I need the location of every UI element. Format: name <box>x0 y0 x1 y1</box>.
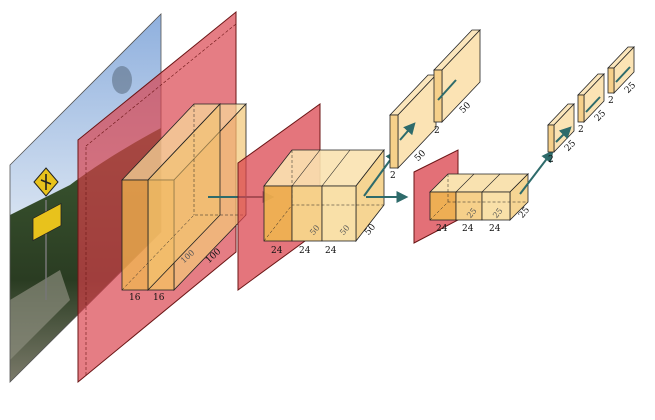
stage1-depth-a-label: 16 <box>129 293 141 303</box>
branch-top-depth-b-label: 2 <box>434 126 440 136</box>
branch-right-depth-b-label: 2 <box>578 125 584 135</box>
stage2-depth-a-label: 24 <box>271 246 283 256</box>
arrow-branch-right-2 <box>585 96 601 113</box>
stage3-feature-block <box>429 173 529 221</box>
stage2-feature-block <box>263 148 385 243</box>
arrow-branch-right-3 <box>615 66 631 83</box>
stage3-depth-a-label: 24 <box>436 224 448 234</box>
branch-right-size-c-label: 25 <box>623 80 638 95</box>
branch-right-block-c <box>607 46 635 94</box>
stage2-depth-c-label: 24 <box>325 246 337 256</box>
arrow-3-up <box>519 150 554 195</box>
arrow-branch-top-link <box>437 79 457 101</box>
road-sign-icon <box>32 167 62 300</box>
branch-top-depth-a-label: 2 <box>390 171 396 181</box>
branch-right-depth-c-label: 2 <box>608 96 614 106</box>
branch-top-block-a <box>389 73 437 170</box>
branch-right-depth-a-label: 2 <box>548 155 554 165</box>
branch-right-size-a-label: 25 <box>563 138 578 153</box>
branch-right-size-b-label: 25 <box>593 108 608 123</box>
cloud-spot <box>112 66 132 94</box>
branch-top-block-b <box>433 28 481 124</box>
road-region <box>10 270 70 360</box>
stage3-depth-c-label: 24 <box>489 224 501 234</box>
branch-top-size-a-label: 50 <box>413 148 428 163</box>
arrow-branch-right-1 <box>555 126 572 143</box>
stage3-depth-b-label: 24 <box>462 224 474 234</box>
stage2-depth-b-label: 24 <box>299 246 311 256</box>
stage1-depth-b-label: 16 <box>153 293 165 303</box>
arrow-branch-top-inner <box>399 122 416 141</box>
